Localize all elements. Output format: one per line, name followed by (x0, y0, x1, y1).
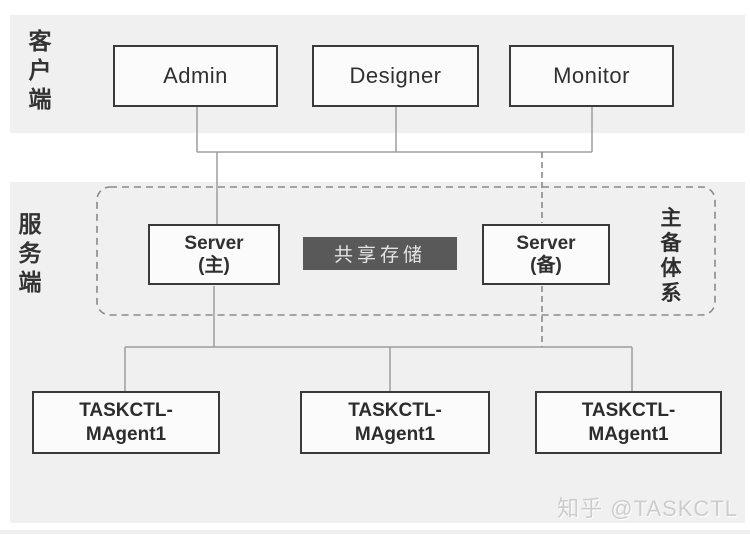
ha-cluster-label: 主 备 体 系 (658, 206, 684, 306)
agent-1-line2: MAgent1 (85, 423, 167, 445)
bottom-edge-strip (0, 530, 750, 534)
server-label-char: 端 (18, 269, 42, 295)
agent-3-line2: MAgent1 (588, 423, 669, 445)
server-label-char: 服 (18, 211, 42, 237)
client-label-char: 户 (28, 57, 52, 83)
cluster-label-char: 体 (660, 257, 682, 280)
node-admin-label: Admin (163, 63, 228, 88)
server-standby-role: (备) (530, 254, 562, 276)
cluster-label-char: 主 (660, 207, 682, 230)
zhihu-watermark: 知乎 @TASKCTL (557, 496, 738, 521)
client-label-char: 客 (28, 28, 52, 54)
node-agent-1: TASKCTL- MAgent1 (32, 391, 220, 454)
server-section-label: 服 务 端 (17, 210, 43, 297)
client-label-char: 端 (28, 86, 52, 112)
node-server-primary: Server (主) (148, 224, 280, 285)
agent-2-line1: TASKCTL- (348, 399, 442, 421)
server-standby-title: Server (516, 232, 576, 254)
ha-cluster-dashed-border (96, 186, 716, 316)
cluster-label-char: 备 (660, 232, 682, 255)
node-server-standby: Server (备) (482, 224, 610, 285)
server-primary-title: Server (184, 232, 244, 254)
node-designer-label: Designer (349, 63, 442, 88)
node-monitor-label: Monitor (553, 63, 630, 88)
agent-2-line2: MAgent1 (354, 423, 436, 445)
agent-1-line1: TASKCTL- (79, 399, 173, 421)
node-agent-3: TASKCTL- MAgent1 (535, 391, 722, 454)
node-monitor: Monitor (509, 45, 674, 107)
node-designer: Designer (312, 45, 479, 107)
shared-storage-label: 共享存储 (333, 245, 426, 266)
client-section-label: 客 户 端 (27, 27, 53, 114)
cluster-label-char: 系 (660, 282, 682, 305)
agent-3-line1: TASKCTL- (581, 399, 676, 421)
node-admin: Admin (113, 45, 278, 107)
solid-wires (124, 107, 633, 391)
node-shared-storage: 共享存储 (303, 237, 457, 270)
node-agent-2: TASKCTL- MAgent1 (300, 391, 490, 454)
server-primary-role: (主) (198, 254, 230, 276)
server-label-char: 务 (18, 240, 42, 266)
